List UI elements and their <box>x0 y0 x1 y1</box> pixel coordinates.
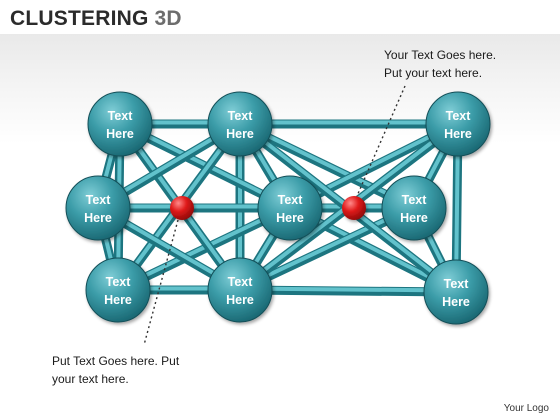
node-label-line1: Text <box>446 109 472 123</box>
connector-rod-highlight <box>238 286 458 293</box>
node-sphere <box>85 257 151 323</box>
node-label-line1: Text <box>108 109 134 123</box>
node-label-line2: Here <box>444 127 472 141</box>
node-label-line2: Here <box>226 293 254 307</box>
node-sphere <box>65 175 131 241</box>
node-label-line2: Here <box>84 211 112 225</box>
node-sphere <box>257 175 323 241</box>
node-sphere <box>87 91 153 157</box>
callout-bottom-line2: your text here. <box>52 372 129 386</box>
node-label-line2: Here <box>276 211 304 225</box>
callout-leader-top <box>356 85 406 197</box>
title-accent: 3D <box>154 7 182 30</box>
callout-top-line2: Put your text here. <box>384 66 483 80</box>
node-sphere <box>423 259 489 325</box>
node-sphere <box>425 91 491 157</box>
node-label-line1: Text <box>106 275 132 289</box>
node-label-line1: Text <box>86 193 112 207</box>
node-label-line2: Here <box>104 293 132 307</box>
red-marker-right <box>342 196 366 220</box>
node-label-line1: Text <box>444 277 470 291</box>
callout-text-bottom: Put Text Goes here. Put your text here. <box>52 352 179 388</box>
callout-top-line1: Your Text Goes here. <box>384 48 497 62</box>
node-sphere <box>381 175 447 241</box>
node-label-line2: Here <box>106 127 134 141</box>
callout-leader-bottom <box>143 219 179 346</box>
node-label-line2: Here <box>442 295 470 309</box>
node-label-line1: Text <box>228 275 254 289</box>
node-label-line2: Here <box>400 211 428 225</box>
callout-bottom-line1: Put Text Goes here. Put <box>52 354 180 368</box>
node-label-line1: Text <box>402 193 428 207</box>
red-marker-left <box>170 196 194 220</box>
logo-text: Your Logo <box>503 403 549 414</box>
node-sphere <box>207 257 273 323</box>
callout-text-top: Your Text Goes here. Put your text here. <box>384 46 496 82</box>
node-label-line1: Text <box>278 193 304 207</box>
node-label-line2: Here <box>226 127 254 141</box>
node-label-line1: Text <box>228 109 254 123</box>
node-sphere <box>207 91 273 157</box>
title-main: CLUSTERING <box>10 7 149 30</box>
cluster-nodes: TextHereTextHereTextHereTextHereTextHere… <box>65 91 491 325</box>
